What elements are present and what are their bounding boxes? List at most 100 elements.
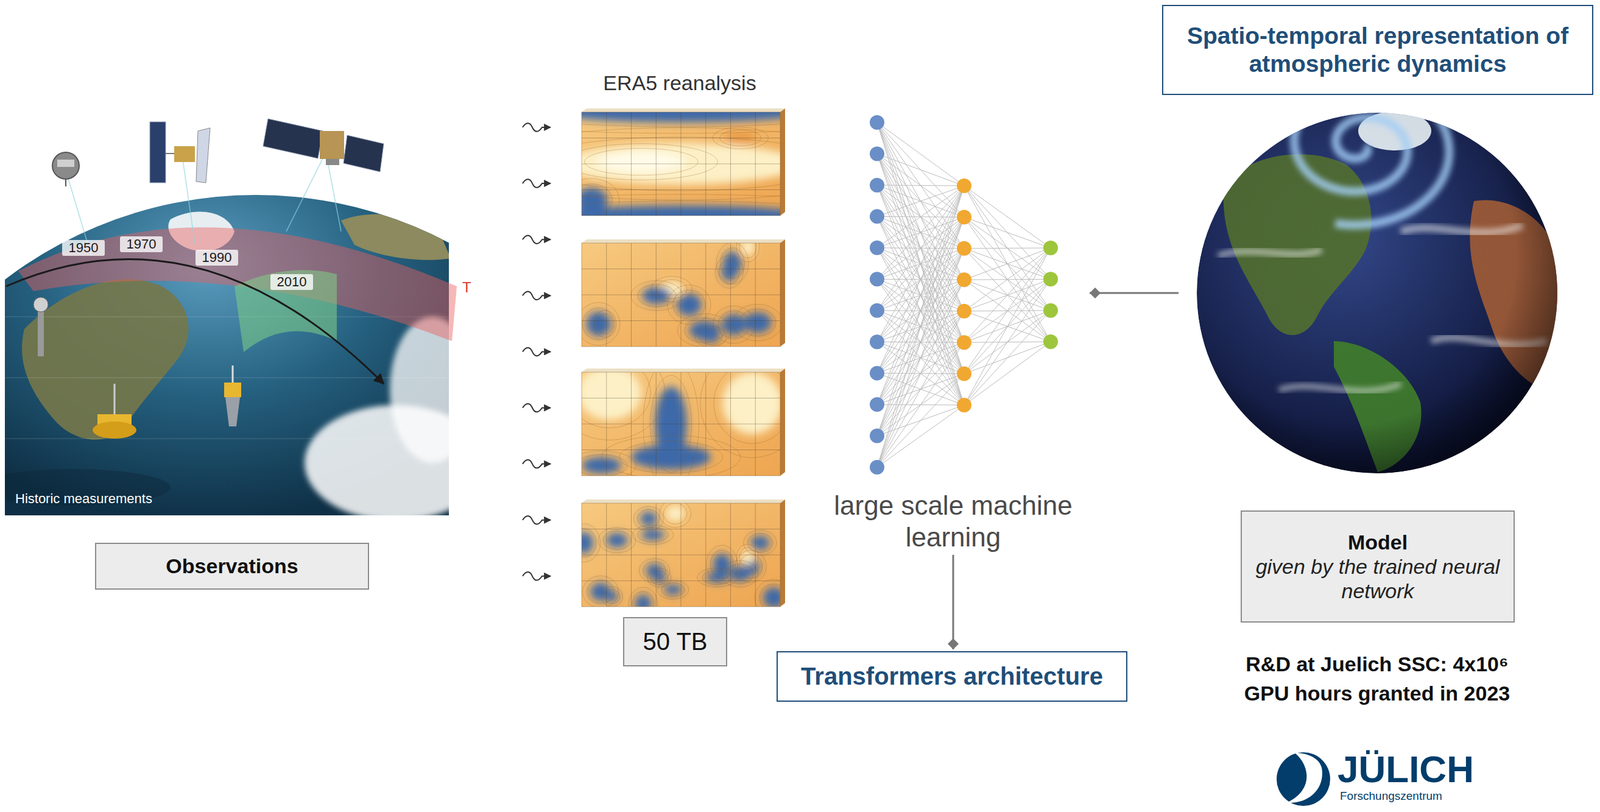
box-label: large scale machine learning	[831, 489, 1075, 554]
network-links	[964, 247, 1051, 343]
network-links	[964, 185, 1051, 248]
network-links	[877, 342, 965, 468]
reanalysis-field	[666, 505, 685, 522]
reanalysis-field	[733, 303, 781, 341]
reanalysis-field	[710, 549, 734, 579]
network-neurons	[869, 146, 885, 161]
network-links	[877, 122, 965, 406]
reanalysis-field	[581, 531, 594, 554]
reanalysis-field	[581, 294, 781, 296]
year-label: 1990	[195, 249, 239, 266]
reanalysis-field	[780, 499, 786, 607]
network-links	[877, 185, 965, 342]
reanalysis-field	[581, 580, 781, 582]
reanalysis-field	[587, 579, 614, 604]
network-links	[877, 153, 965, 311]
satellite-icon	[319, 130, 345, 159]
network-links	[877, 373, 965, 468]
network-neurons	[869, 115, 1058, 475]
network-neurons	[869, 428, 885, 444]
network-links	[964, 310, 1051, 406]
reanalysis-field	[576, 232, 786, 348]
reanalysis-field	[743, 311, 772, 333]
network-links	[877, 122, 965, 249]
network-links	[964, 278, 1051, 406]
juelich-logo-mark	[1286, 752, 1323, 803]
reanalysis-field	[581, 450, 637, 476]
earth-surface	[4, 377, 449, 379]
callout-box: Transformers architecture	[776, 651, 1128, 702]
network-neurons	[1043, 240, 1058, 256]
reanalysis-field	[581, 143, 718, 181]
reanalysis-field	[754, 579, 781, 607]
satellite-icon	[52, 152, 80, 187]
buoy-icon	[92, 383, 137, 439]
network-neurons	[1043, 334, 1058, 349]
network-neurons	[956, 303, 972, 319]
mast-icon	[37, 307, 44, 357]
network-neurons	[869, 240, 885, 256]
network-neurons	[956, 209, 972, 225]
reanalysis-field	[581, 178, 620, 216]
reanalysis-field	[759, 584, 781, 607]
satellite-beam	[182, 159, 195, 244]
reanalysis-field	[631, 444, 711, 470]
mast-icon	[33, 297, 49, 312]
reanalysis-field	[581, 183, 613, 216]
network-links	[877, 122, 1051, 468]
network-links	[964, 185, 1051, 342]
reanalysis-field	[632, 591, 655, 607]
reanalysis-field	[581, 239, 786, 244]
satellite-icon	[165, 152, 175, 155]
data-stream-arrows	[522, 403, 551, 413]
network-neurons	[869, 208, 885, 224]
satellite-beam	[325, 152, 342, 232]
reanalysis-field	[581, 528, 781, 530]
network-neurons	[1043, 271, 1058, 287]
reanalysis-field	[581, 554, 781, 556]
network-links	[877, 153, 965, 406]
probe-icon	[225, 397, 240, 427]
satellite-icon	[65, 179, 67, 187]
reanalysis-field	[581, 372, 781, 476]
network-links	[877, 216, 965, 468]
satellite-icon	[174, 146, 195, 163]
network-links	[964, 247, 1051, 406]
network-neurons	[869, 177, 885, 193]
size-box: 50 TB	[623, 616, 728, 667]
reanalysis-field	[633, 506, 664, 531]
reanalysis-field	[632, 525, 674, 545]
reanalysis-field	[721, 560, 759, 588]
network-graph	[822, 109, 1085, 488]
network-links	[877, 153, 965, 343]
reanalysis-field	[713, 372, 781, 444]
reanalysis-field	[581, 449, 781, 451]
reanalysis-field	[606, 532, 628, 548]
reanalysis-field	[700, 372, 781, 458]
picture-caption: Historic measurements	[15, 490, 153, 507]
box-label: 50 TB	[630, 627, 720, 656]
reanalysis-field	[630, 280, 683, 311]
network-links	[877, 153, 965, 217]
earth-surface	[4, 438, 449, 440]
network-links	[964, 341, 1051, 406]
network-links	[877, 153, 965, 374]
satellite-icon	[196, 127, 211, 183]
dataset-heading: ERA5 reanalysis	[557, 70, 802, 96]
reanalysis-field	[657, 580, 689, 600]
reanalysis-field	[581, 268, 781, 270]
network-neurons	[1043, 303, 1058, 318]
reanalysis-field	[641, 529, 666, 541]
reanalysis-field	[581, 503, 781, 607]
reanalysis-field	[637, 284, 677, 307]
reanalysis-field	[581, 454, 628, 476]
reanalysis-field	[602, 530, 631, 550]
reanalysis-field	[736, 243, 760, 262]
reanalysis-field	[643, 561, 666, 580]
reanalysis-field	[581, 112, 781, 216]
network-neurons	[869, 303, 885, 318]
juelich-logo-mark	[1276, 752, 1331, 806]
network-links	[877, 185, 965, 374]
network-links	[877, 185, 965, 437]
reanalysis-field	[597, 151, 685, 173]
